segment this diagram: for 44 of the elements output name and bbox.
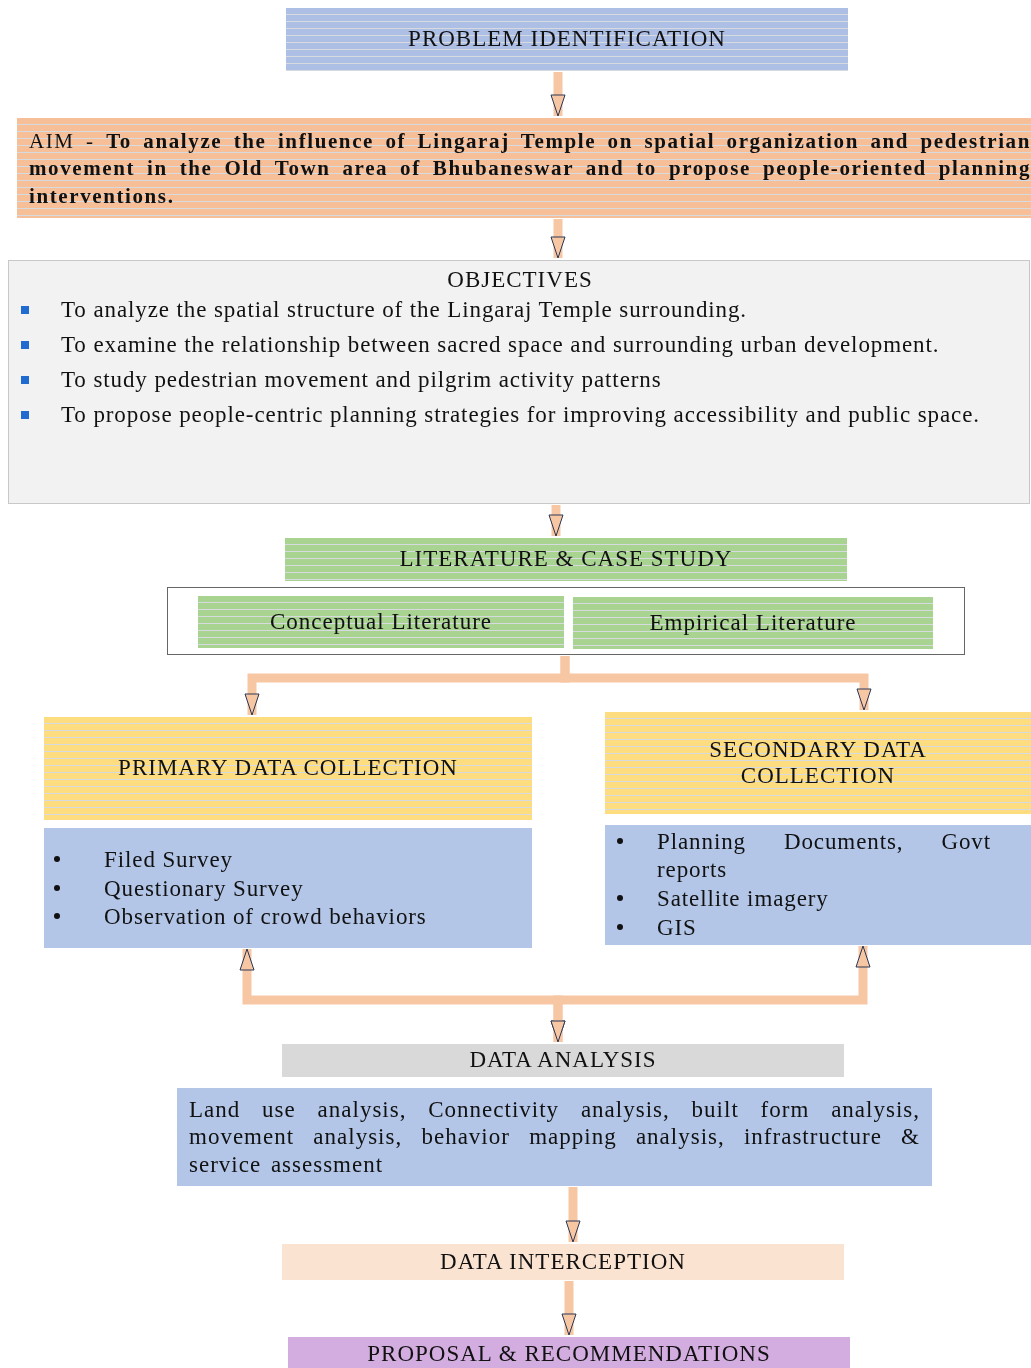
list-item: Satellite imagery bbox=[657, 885, 830, 913]
box-title: PRIMARY DATA COLLECTION bbox=[117, 755, 459, 782]
process-box bbox=[282, 1244, 844, 1280]
list-item: To study pedestrian movement and pilgrim activity patterns bbox=[61, 365, 663, 394]
section-heading: OBJECTIVES bbox=[446, 267, 594, 294]
box-title: Conceptual Literature bbox=[268, 608, 494, 636]
text-box bbox=[17, 118, 1031, 218]
block-arrow bbox=[550, 72, 566, 117]
text-box bbox=[177, 1088, 932, 1186]
process-box bbox=[44, 717, 532, 820]
description-text: Land use analysis, Connectivity analysis, built form analysis, movement analysis, behavior mapping analysis, infrastructure & service assessment bbox=[189, 1096, 920, 1178]
description-text: AIM - To analyze the influence of Lingaraj Temple on spatial organization and pedestrian movement in the Old Town area of Bhubaneswar and to propose people-oriented planning interventions. bbox=[29, 128, 1031, 210]
list-item: Filed Survey bbox=[104, 845, 234, 874]
box-title: LITERATURE & CASE STUDY bbox=[398, 546, 734, 573]
process-box bbox=[288, 1337, 850, 1368]
process-box bbox=[573, 597, 933, 649]
list-item: To examine the relationship between sacred space and surrounding urban development. bbox=[61, 331, 941, 360]
list-item: Questionary Survey bbox=[104, 874, 305, 903]
process-box bbox=[282, 1044, 844, 1077]
process-box bbox=[605, 712, 1031, 814]
block-arrow bbox=[565, 1187, 581, 1243]
list-item: Observation of crowd behaviors bbox=[104, 903, 428, 932]
list-item: To propose people-centric planning strategies for improving accessibility and public space. bbox=[61, 400, 981, 429]
process-box bbox=[286, 8, 848, 71]
block-arrow bbox=[561, 1281, 577, 1336]
process-box bbox=[285, 538, 847, 581]
box-title: DATA ANALYSIS bbox=[468, 1047, 658, 1074]
list-item: GIS bbox=[657, 913, 698, 942]
list-box bbox=[605, 825, 1031, 945]
list-box bbox=[44, 828, 532, 948]
list-item: Planning Documents, Govt reports bbox=[657, 827, 991, 885]
group-frame bbox=[167, 587, 965, 655]
block-arrow bbox=[550, 219, 566, 259]
box-title: Empirical Literature bbox=[648, 609, 858, 637]
list-box bbox=[8, 260, 1030, 504]
list-item: To analyze the spatial structure of the Lingaraj Temple surrounding. bbox=[61, 296, 749, 325]
block-arrow bbox=[550, 945, 871, 1043]
block-arrow bbox=[548, 505, 564, 537]
block-arrow bbox=[560, 656, 872, 711]
box-title: PROBLEM IDENTIFICATION bbox=[407, 26, 727, 53]
box-title: SECONDARY DATA COLLECTION bbox=[708, 736, 928, 790]
box-title: DATA INTERCEPTION bbox=[439, 1248, 687, 1276]
process-box bbox=[198, 596, 564, 648]
box-title: PROPOSAL & RECOMMENDATIONS bbox=[366, 1341, 772, 1368]
